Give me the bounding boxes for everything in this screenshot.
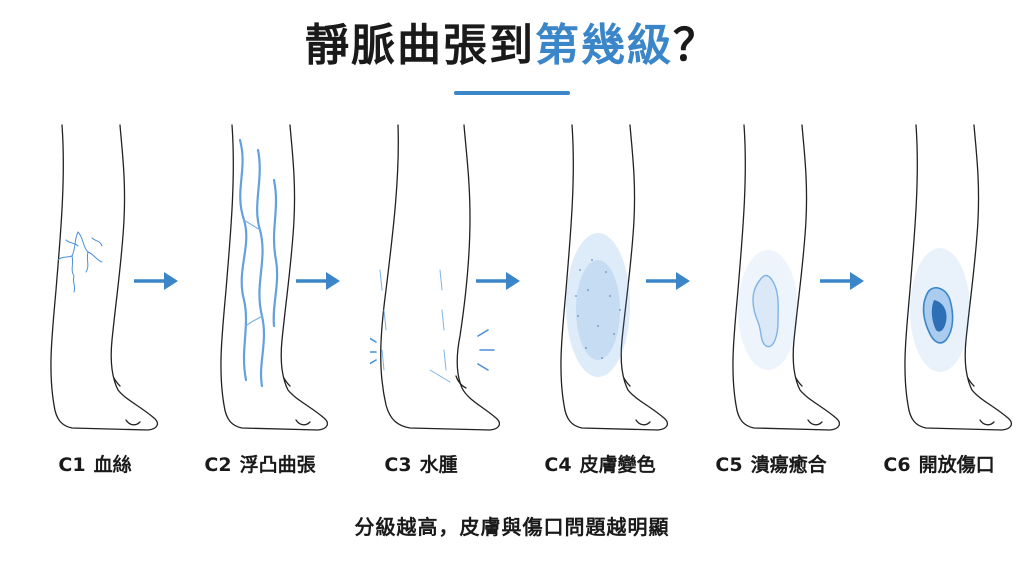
title-accent: 第幾級 (535, 20, 673, 71)
title-suffix: ？ (673, 20, 719, 71)
varicose-veins-leg-icon (220, 124, 329, 431)
arrow-right-icon (296, 272, 340, 290)
edema-leg-icon (370, 124, 500, 431)
spider-veins-leg-icon (50, 124, 159, 431)
page-title: 靜脈曲張到第幾級？ (0, 16, 1024, 76)
open-ulcer-leg-icon (904, 124, 1013, 431)
title-main: 靜脈曲張到 (305, 20, 535, 71)
healed-ulcer-leg-icon (732, 124, 841, 431)
arrow-right-icon (134, 272, 178, 290)
footer-note: 分級越高，皮膚與傷口問題越明顯 (354, 515, 670, 539)
arrow-right-icon (646, 272, 690, 290)
arrow-right-icon (820, 272, 864, 290)
skin-discoloration-leg-icon (560, 124, 669, 431)
title-underline (454, 91, 570, 95)
arrow-right-icon (476, 272, 520, 290)
